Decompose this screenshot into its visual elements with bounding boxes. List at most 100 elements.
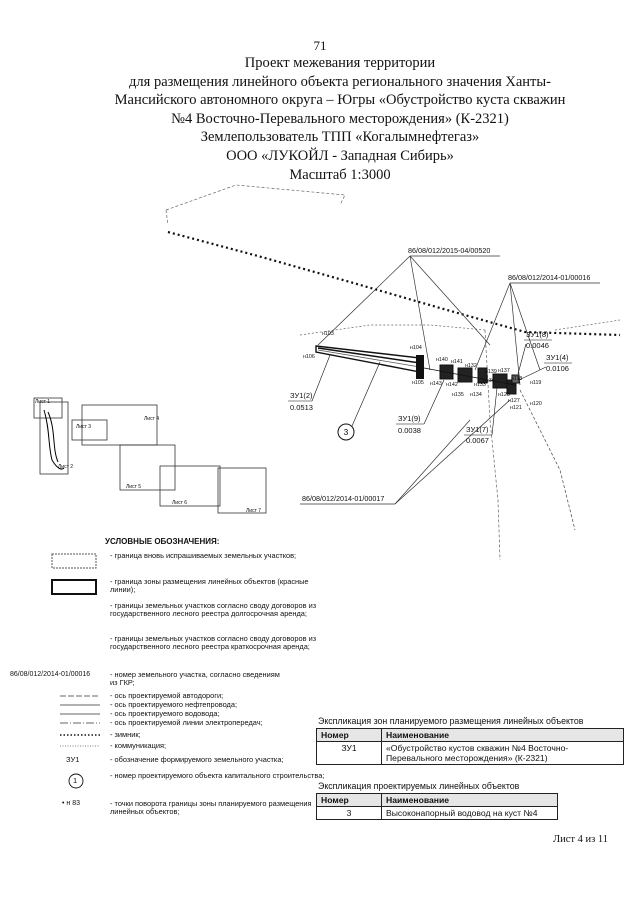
parcel-area: 0.0513: [290, 403, 313, 412]
table1-title: Экспликация зон планируемого размещения …: [318, 716, 584, 726]
table-header: Номер: [316, 728, 382, 742]
parcel-name: ЗУ1(4): [546, 353, 569, 362]
turn-point-label: н142: [446, 382, 458, 388]
legend-item: - ось проектируемой автодороги;: [40, 691, 320, 701]
turn-point-label: н141: [451, 359, 463, 365]
connector-line: [423, 367, 516, 386]
title-line: №4 Восточно-Перевального месторождения» …: [171, 110, 509, 127]
turn-point-label: н106: [303, 354, 315, 360]
keymap-sheet-label: Лист 6: [172, 500, 187, 506]
objects-table: Номер Наименование 3 Высоконапорный водо…: [316, 793, 558, 820]
turn-point-label: н128: [498, 392, 510, 398]
turn-point-label: н118: [511, 376, 522, 382]
table-header: Наименование: [381, 728, 624, 742]
legend-item: - зимник;: [40, 730, 320, 740]
cadastre-label: 86/08/012/2014-01/00016: [508, 273, 590, 282]
legend-text: - ось проектируемой линии электропередач…: [110, 718, 263, 727]
turn-point-label: н137: [498, 368, 510, 374]
turn-point-label: н104: [410, 345, 422, 351]
legend-item: • н 83 - точки поворота границы зоны пла…: [40, 799, 320, 822]
keymap-sheet-label: Лист 3: [76, 424, 91, 430]
turn-point-label: н103: [322, 331, 334, 337]
parcel-leader-lines: [311, 343, 547, 436]
turn-point-label: н140: [436, 357, 448, 363]
legend-symbol-turn-point: • н 83: [62, 800, 80, 807]
turn-point-label: н136: [483, 378, 495, 384]
legend-item: - граница вновь испрашиваемых земельных …: [40, 551, 320, 576]
parcel-area: 0.0067: [466, 436, 489, 445]
title-line: Мансийского автономного округа – Югры «О…: [114, 92, 566, 109]
turn-point-label: н139: [485, 369, 497, 375]
legend-text: - граница вновь испрашиваемых земельных …: [110, 551, 297, 560]
document-title: Проект межевания территории для размещен…: [40, 54, 640, 184]
legend-title: УСЛОВНЫЕ ОБОЗНАЧЕНИЯ:: [105, 537, 220, 546]
legend-text: - номер земельного участка, согласно све…: [110, 670, 280, 688]
table-row: 3 Высоконапорный водовод на куст №4: [316, 806, 558, 820]
keymap-sheet-label: Лист 1: [35, 399, 50, 405]
legend-item: - ось проектируемого водовода;: [40, 709, 320, 719]
pipeline-corridor: [315, 345, 424, 379]
legend-text: - зимник;: [110, 730, 141, 739]
legend-item: - границы земельных участков согласно св…: [40, 634, 320, 669]
legend-text: - точки поворота границы зоны планируемо…: [110, 799, 312, 817]
cadastre-label: 86/08/012/2015-04/00520: [408, 246, 490, 255]
legend-item: - ось проектируемого нефтепровода;: [40, 700, 320, 710]
title-line: Землепользователь ТПП «Когалымнефтегаз»: [200, 129, 480, 146]
parcel-name: ЗУ1(2): [290, 391, 313, 400]
legend-item: 1 - номер проектируемого объекта капитал…: [40, 771, 324, 794]
legend-text: - ось проектируемого водовода;: [110, 709, 220, 718]
turn-point-label: н121: [510, 405, 522, 411]
legend-item: - ось проектируемой линии электропередач…: [40, 718, 320, 728]
water-pipeline-line: [519, 389, 576, 531]
table-row: ЗУ1 «Обустройство кустов скважин №4 Вост…: [316, 741, 624, 765]
legend-text: - ось проектируемого нефтепровода;: [110, 700, 238, 709]
keymap-sheet-label: Лист 7: [246, 508, 261, 514]
parcel-name: ЗУ1(9): [398, 414, 421, 423]
sheet-label: Лист 4 из 11: [553, 834, 608, 845]
table-cell: «Обустройство кустов скважин №4 Восточно…: [381, 741, 624, 765]
object-number-circle: [337, 423, 355, 441]
legend-text: - номер проектируемого объекта капитальн…: [110, 771, 325, 780]
key-map: [33, 397, 267, 514]
page-number: 71: [313, 38, 327, 53]
legend-text: - границы земельных участков согласно св…: [110, 634, 317, 652]
legend-symbol-road: [40, 692, 110, 712]
cadastre-leader-lines: [300, 255, 600, 505]
legend-symbol-oil-pipeline: [40, 701, 110, 721]
legend-item: - границы земельных участков согласно св…: [40, 601, 320, 636]
legend-item: - коммуникация;: [40, 741, 320, 751]
legend-symbol-cadastre: 86/08/012/2014-01/00016: [10, 671, 91, 678]
turn-point-label: н119: [530, 380, 541, 386]
keymap-sheet-label: Лист 2: [58, 464, 73, 470]
legend-symbol-object-number: 1: [40, 772, 110, 792]
cadastre-label: 86/08/012/2014-01/00017: [302, 494, 384, 503]
legend-symbol-power-line: [40, 719, 110, 739]
table2-title: Экспликация проектируемых линейных объек…: [318, 781, 520, 791]
legend-text: - границы земельных участков согласно св…: [110, 601, 317, 619]
title-line: ООО «ЛУКОЙЛ - Западная Сибирь»: [226, 147, 454, 164]
table-cell: 3: [316, 806, 382, 820]
table-header: Наименование: [381, 793, 558, 807]
turn-point-label: н132: [465, 363, 477, 369]
legend-item: - граница зоны размещения линейных объек…: [40, 577, 320, 602]
parcel-area: 0.0038: [398, 426, 421, 435]
turn-point-label: н133: [474, 382, 486, 388]
table-cell: Высоконапорный водовод на куст №4: [381, 806, 558, 820]
turn-point-label: н105: [412, 380, 424, 386]
legend-symbol-water-pipeline: [40, 710, 110, 730]
legend-item: 86/08/012/2014-01/00016 - номер земельно…: [10, 670, 320, 689]
turn-point-label: н135: [452, 392, 464, 398]
legend-symbol-communication: [40, 742, 110, 762]
object-number: 3: [344, 428, 349, 437]
legend-symbol-red-lines: [40, 578, 110, 598]
object-leader: [351, 361, 381, 427]
turn-point-label: н143: [430, 381, 442, 387]
table-header-row: Номер Наименование: [316, 793, 558, 807]
turn-point-label: н120: [530, 401, 542, 407]
parcel-area: 0.0106: [546, 364, 569, 373]
parcel-area: 0.0046: [526, 341, 549, 350]
title-line: Проект межевания территории: [244, 55, 436, 71]
legend-item: ЗУ1 - обозначение формируемого земельног…: [40, 755, 320, 768]
turn-point-label: н127: [508, 398, 520, 404]
